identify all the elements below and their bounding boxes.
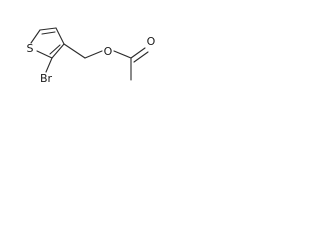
bond-c2-s [36,50,53,59]
bond-carbonyl-c-o [130,47,146,59]
carbonyl-oxygen-label: O [147,35,156,48]
chemical-structure-diagram: S Br O O [27,27,156,85]
bond-o-carbonyl-c [113,50,132,59]
sulfur-label: S [27,42,34,55]
bond-c2-br [45,57,53,73]
bond-c4-c3 [55,27,65,45]
bond-c5-c4 [39,27,57,31]
ester-oxygen-label: O [104,45,113,58]
bond-c3-c2 [51,43,65,59]
bond-ch2-o [84,50,103,59]
atom-labels: S Br O O [27,35,156,85]
bond-s-c5 [30,29,41,44]
bond-carbonyl-c-o-double [133,51,149,63]
bond-c3-ch2 [63,43,86,59]
bromine-label: Br [40,72,53,85]
bond-lines [30,27,149,81]
bond-c5-c4-double [41,31,56,35]
bond-c3-c2-double [49,44,61,55]
